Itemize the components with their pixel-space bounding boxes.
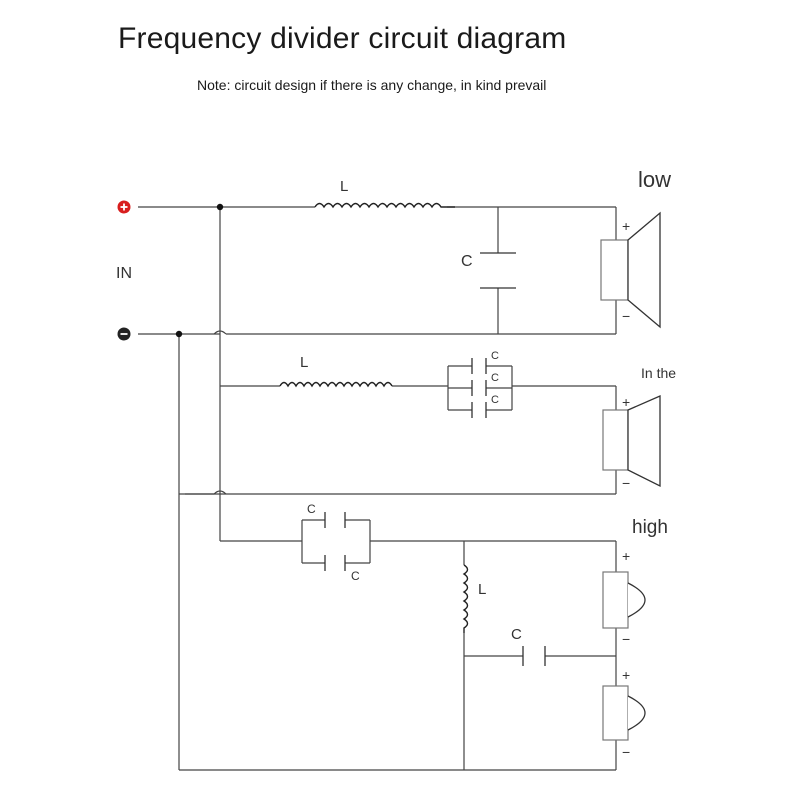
high-series-cap-label: C — [307, 502, 316, 516]
mid-capacitor-bank — [447, 358, 513, 418]
low-inductor — [314, 202, 455, 209]
tweeter-icon — [602, 571, 646, 629]
high-series-cap-label: C — [351, 569, 360, 583]
wire-crossover — [179, 490, 227, 495]
tweeter2-minus: − — [622, 744, 630, 760]
wire-crossover — [213, 330, 227, 335]
low-speaker-plus: + — [622, 218, 630, 234]
high-inductor — [462, 564, 469, 633]
high-section-label: high — [632, 517, 668, 538]
low-speaker-icon — [600, 211, 661, 329]
tweeter2-plus: + — [622, 667, 630, 683]
input-positive-terminal — [117, 200, 131, 214]
high-capacitor — [522, 646, 546, 666]
input-negative-terminal — [117, 327, 131, 341]
tweeter1-minus: − — [622, 631, 630, 647]
tweeter1-plus: + — [622, 548, 630, 564]
page-title: Frequency divider circuit diagram — [118, 22, 567, 55]
high-inductor-label: L — [478, 581, 486, 598]
low-section-label: low — [638, 167, 671, 192]
wiring — [138, 206, 617, 771]
low-capacitor — [480, 252, 516, 289]
high-capacitor-label: C — [511, 626, 522, 643]
mid-capacitor-label: C — [491, 350, 499, 362]
mid-inductor-label: L — [300, 354, 308, 371]
input-label: IN — [116, 265, 132, 282]
low-inductor-label: L — [340, 178, 348, 195]
junction-dot — [216, 203, 224, 211]
page-note: Note: circuit design if there is any cha… — [197, 77, 547, 93]
mid-capacitor-label: C — [491, 372, 499, 384]
mid-capacitor-label: C — [491, 394, 499, 406]
tweeter-icon — [602, 685, 646, 741]
mid-speaker-icon — [602, 395, 661, 488]
junction-dot — [175, 330, 183, 338]
low-capacitor-label: C — [461, 253, 473, 270]
low-speaker-minus: − — [622, 308, 630, 324]
mid-speaker-minus: − — [622, 475, 630, 491]
mid-section-label: In the — [641, 365, 676, 381]
mid-inductor — [279, 381, 393, 388]
mid-speaker-plus: + — [622, 394, 630, 410]
high-series-capacitors — [301, 512, 371, 571]
